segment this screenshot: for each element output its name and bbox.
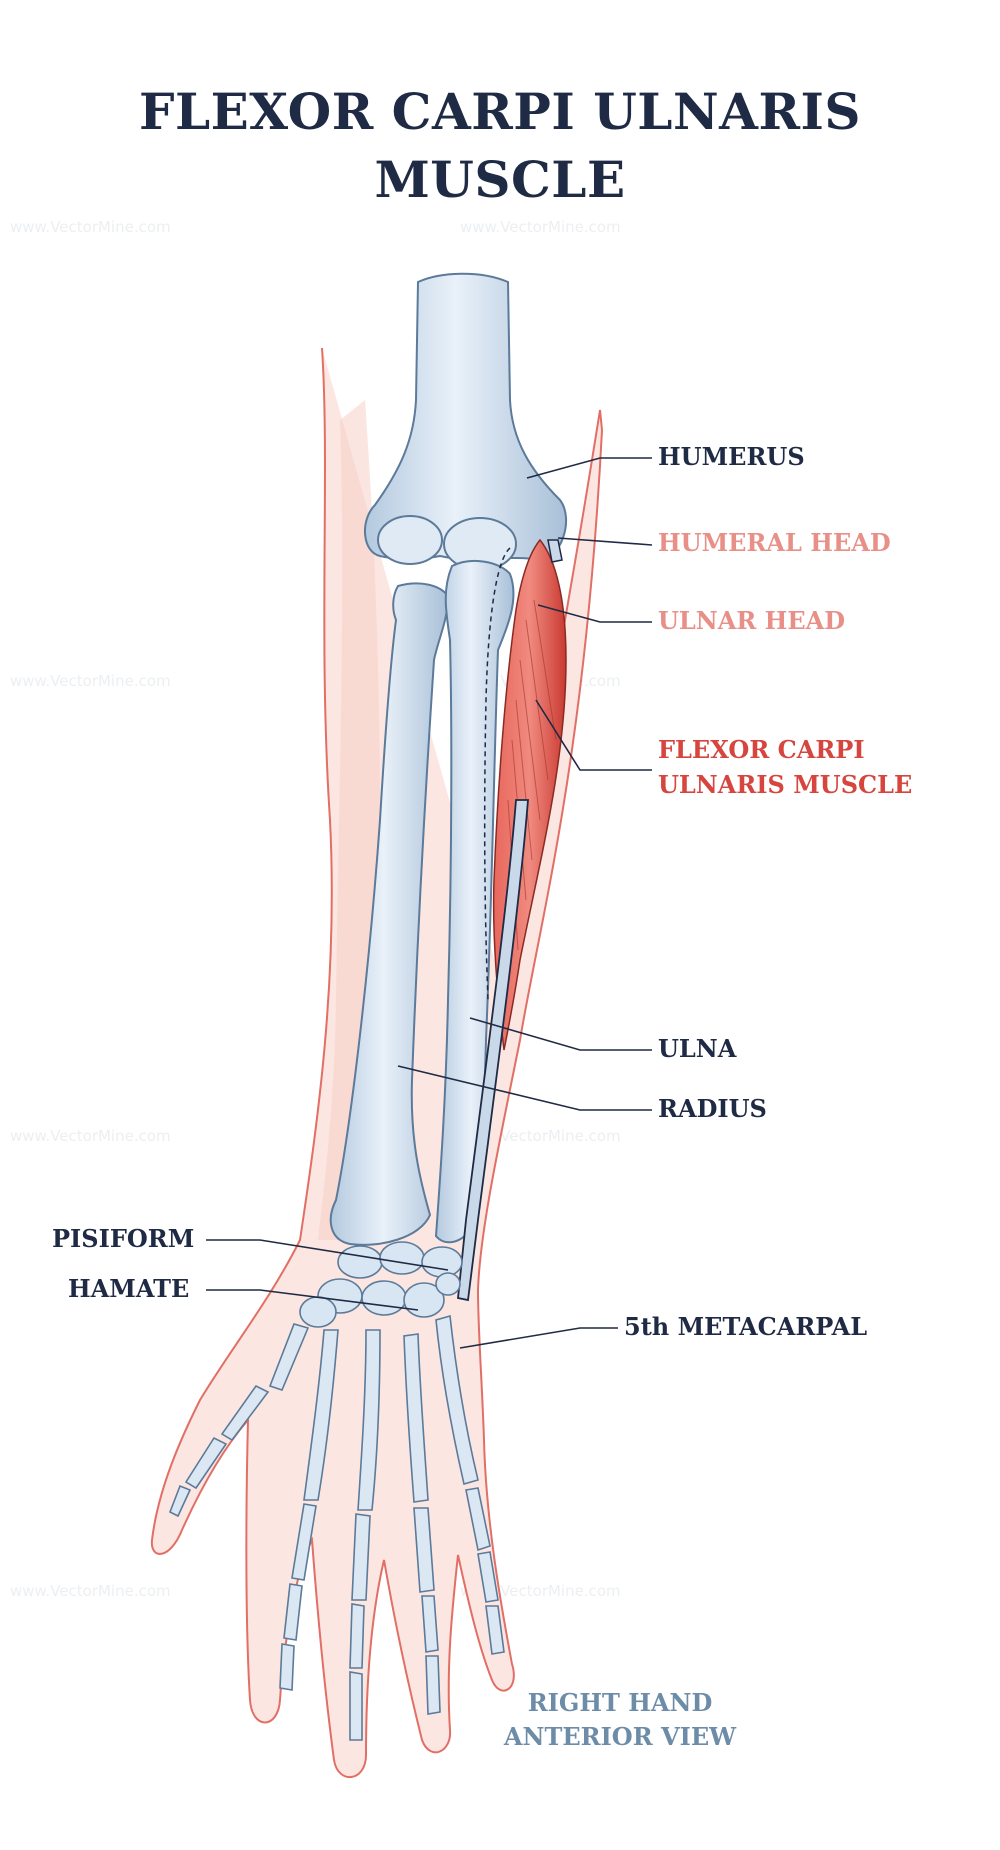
leader-humeral-head [557,537,653,546]
watermark: www.VectorMine.com [10,218,171,236]
leader-pisiform [206,1239,449,1271]
label-ulnar-head: ULNAR HEAD [658,606,846,635]
label-humeral-head: HUMERAL HEAD [658,528,891,557]
watermark: www.VectorMine.com [10,1582,171,1600]
leader-humerus [526,457,652,479]
thumb-phalanges [168,1384,270,1518]
label-5th-metacarpal: 5th METACARPAL [624,1312,868,1341]
label-humerus: HUMERUS [658,442,805,471]
leader-ulnar-head [537,604,652,623]
label-radius: RADIUS [658,1094,767,1123]
label-ulna: ULNA [658,1034,737,1063]
leader-fcu [535,699,652,771]
view-caption-line-2: ANTERIOR VIEW [503,1722,737,1751]
humeral-head-tendon [547,539,563,563]
leader-metacarpal [459,1327,618,1349]
leader-radius [397,1065,652,1111]
ulna-dashed-outline [483,547,511,1001]
watermark: www.VectorMine.com [460,218,621,236]
label-fcu-line-2: ULNARIS MUSCLE [658,770,913,799]
finger-phalanges [279,1487,505,1741]
page-title-line-1: FLEXOR CARPI ULNARIS [138,82,862,141]
view-caption-line-1: RIGHT HAND [527,1688,713,1717]
watermark: www.VectorMine.com [10,672,171,690]
leader-hamate [206,1289,419,1311]
page-title-line-2: MUSCLE [374,150,626,209]
label-hamate: HAMATE [68,1274,190,1303]
humerus-condyle-lateral [377,515,443,565]
fcu-tendon [457,799,529,1302]
leader-lines [206,457,653,1349]
humerus-bone [363,272,568,562]
metacarpal-bones [268,1314,479,1511]
leader-ulna [469,1017,652,1051]
label-fcu-line-1: FLEXOR CARPI [658,735,865,764]
watermark: www.VectorMine.com [10,1127,171,1145]
label-pisiform: PISIFORM [52,1224,195,1253]
radius-bone [329,582,450,1246]
